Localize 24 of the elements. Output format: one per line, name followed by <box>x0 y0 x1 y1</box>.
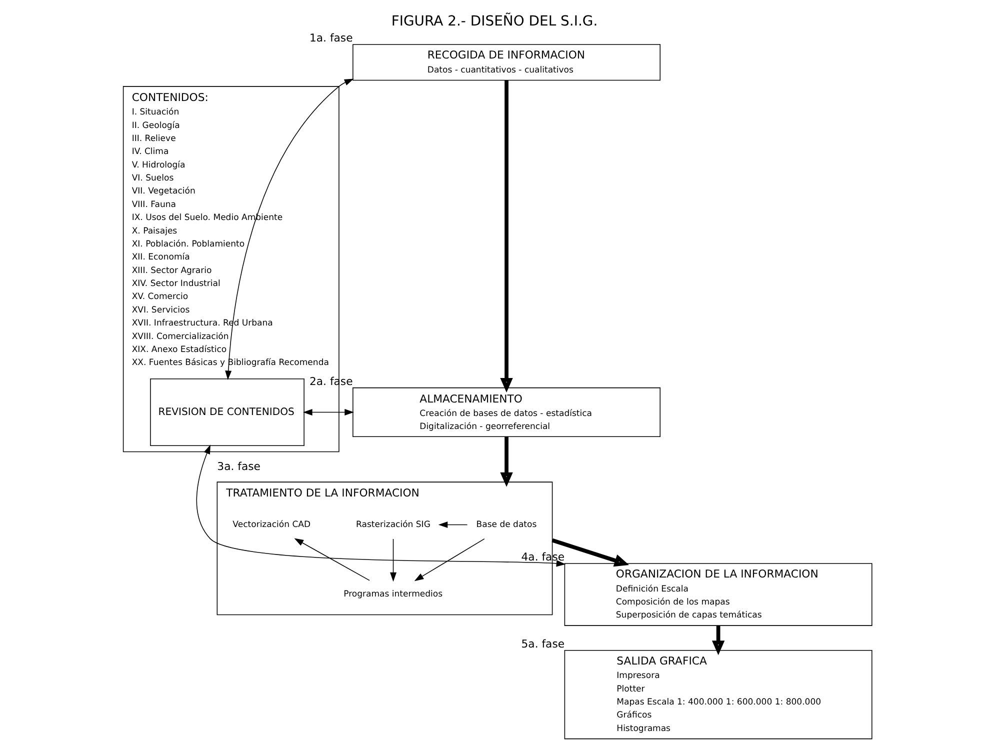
arrow <box>414 538 484 582</box>
node-text: Vectorización CAD <box>232 520 310 530</box>
arrow <box>390 538 396 582</box>
node-text: Rasterización SIG <box>356 520 430 530</box>
arrow <box>500 80 512 392</box>
node-label: 3a. fase <box>216 460 260 473</box>
node-text: Programas intermedios <box>343 590 442 600</box>
arrow <box>224 78 354 380</box>
node-box: SALIDA GRAFICA Impresora Plotter Mapas Escala 1: 400.000 1: 600.000 1: 800.000 Gráficos Histogramas <box>564 650 872 740</box>
node-box: RECOGIDA DE INFORMACION Datos - cuantitativos - cualitativos <box>352 44 660 81</box>
arrow <box>294 538 370 581</box>
node-box: REVISION DE CONTENIDOS <box>150 378 304 446</box>
arrow <box>438 521 468 528</box>
arrow <box>302 408 354 416</box>
arrow <box>551 538 629 567</box>
node-box: ALMACENAMIENTO Creación de bases de datos - estadística Digitalización - georreferencial <box>352 387 660 438</box>
node-label: 1a. fase <box>308 32 352 45</box>
diagram-title: FIGURA 2.- DISEÑO DEL S.I.G. <box>390 13 598 30</box>
node-text: Base de datos <box>476 520 536 530</box>
arrow <box>711 626 724 656</box>
node-label: 5a. fase <box>520 637 564 650</box>
arrow <box>500 436 512 487</box>
node-box: ORGANIZACION DE LA INFORMACION Definición Escala Composición de los mapas Superposición de capas temáticas <box>564 563 872 626</box>
arrow <box>196 444 566 567</box>
